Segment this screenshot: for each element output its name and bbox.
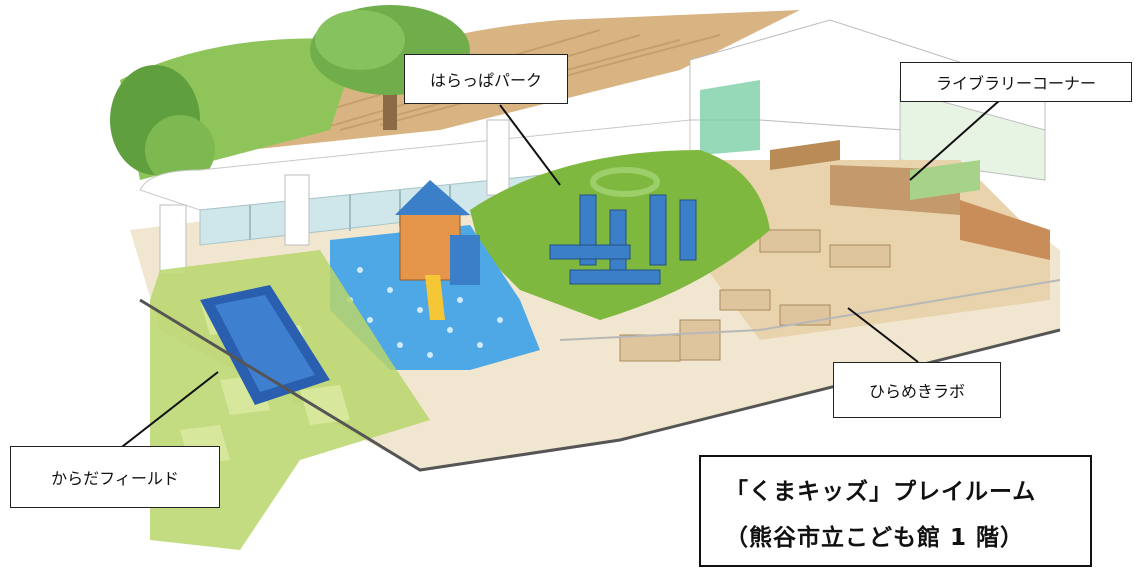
front-glass-fence	[559, 279, 1061, 341]
bookshelf	[910, 160, 980, 200]
bookshelf	[770, 140, 840, 170]
label-harappa-park: はらっぱパーク	[404, 54, 568, 104]
title-box: 「くまキッズ」プレイルーム （熊谷市立こども館 1 階）	[699, 455, 1092, 567]
label-karada-field: からだフィールド	[10, 446, 220, 508]
stair-landing	[960, 200, 1050, 260]
leader-karada	[117, 371, 219, 451]
leader-library	[909, 99, 1001, 181]
window-wall	[139, 119, 691, 211]
title-line-1: 「くまキッズ」プレイルーム	[725, 479, 1037, 505]
label-library-corner: ライブラリーコーナー	[900, 62, 1132, 102]
blue-play-structures	[549, 194, 697, 285]
green-glass-panel	[700, 80, 760, 155]
tree-left	[110, 65, 215, 185]
lab-furniture	[619, 229, 891, 362]
title-line-2: （熊谷市立こども館 1 階）	[725, 525, 1025, 551]
play-tower	[395, 180, 480, 320]
pillar	[284, 174, 310, 246]
leader-harappa	[499, 104, 561, 186]
label-hirameki-lab: ひらめきラボ	[833, 362, 1001, 418]
ring-structure	[590, 167, 660, 197]
trampoline-inner	[215, 295, 315, 392]
leader-hirameki	[847, 307, 919, 363]
